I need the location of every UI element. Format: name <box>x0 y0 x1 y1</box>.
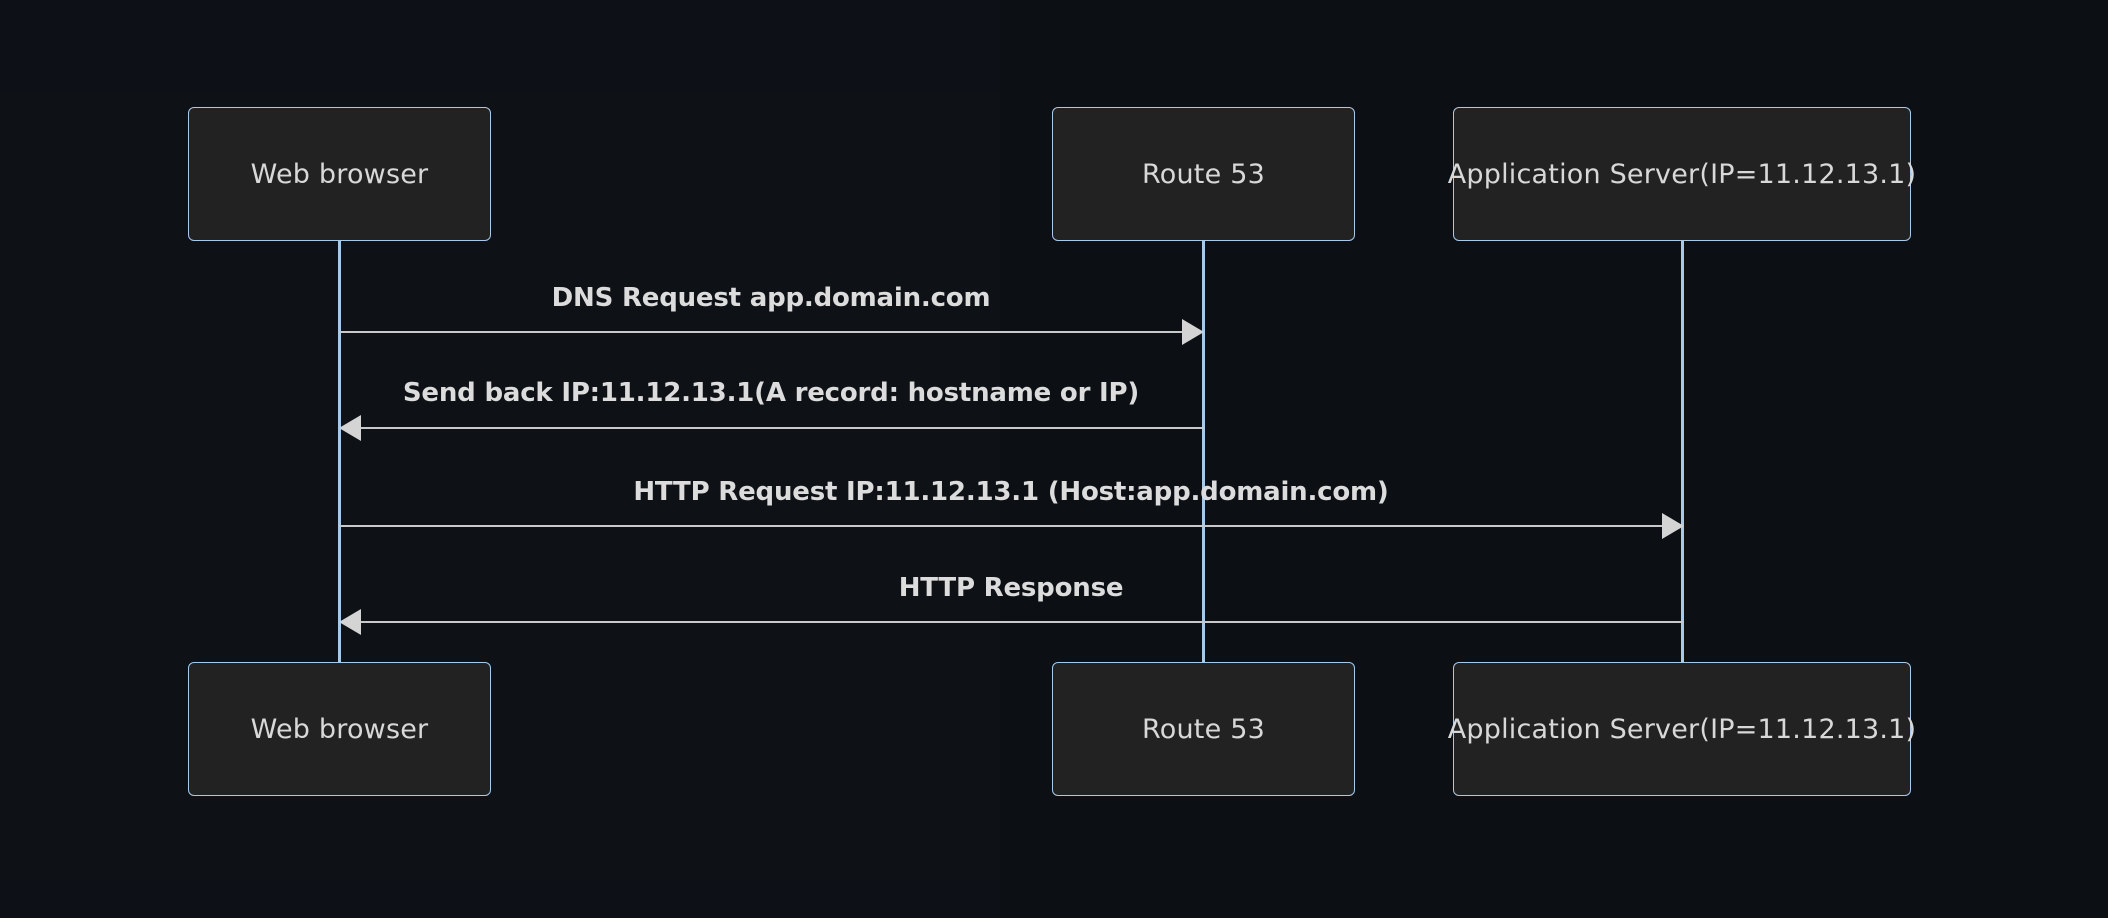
participant-label-route53-top: Route 53 <box>1142 158 1265 190</box>
message-label-3: HTTP Request IP:11.12.13.1 (Host:app.dom… <box>633 477 1389 507</box>
message-arrowhead-2 <box>339 415 361 441</box>
message-arrowhead-1 <box>1182 319 1204 345</box>
participant-box-browser-top[interactable]: Web browser <box>188 107 491 241</box>
participant-label-browser-top: Web browser <box>250 158 429 190</box>
message-label-2: Send back IP:11.12.13.1(A record: hostna… <box>402 378 1140 408</box>
participant-label-appserver-bottom: Application Server(IP=11.12.13.1) <box>1447 713 1917 745</box>
message-line-1 <box>339 331 1184 333</box>
message-arrowhead-4 <box>339 609 361 635</box>
message-line-3 <box>339 525 1664 527</box>
message-line-4 <box>361 621 1684 623</box>
message-label-4: HTTP Response <box>898 573 1124 603</box>
participant-box-route53-bottom[interactable]: Route 53 <box>1052 662 1355 796</box>
participant-box-appserver-bottom[interactable]: Application Server(IP=11.12.13.1) <box>1448 662 1916 796</box>
participant-box-browser-bottom[interactable]: Web browser <box>188 662 491 796</box>
message-arrowhead-3 <box>1662 513 1684 539</box>
message-line-2 <box>361 427 1204 429</box>
participant-box-route53-top[interactable]: Route 53 <box>1052 107 1355 241</box>
participant-label-route53-bottom: Route 53 <box>1142 713 1265 745</box>
message-label-1: DNS Request app.domain.com <box>551 283 991 313</box>
participant-box-appserver-top[interactable]: Application Server(IP=11.12.13.1) <box>1448 107 1916 241</box>
participant-label-appserver-top: Application Server(IP=11.12.13.1) <box>1447 158 1917 190</box>
participant-label-browser-bottom: Web browser <box>250 713 429 745</box>
